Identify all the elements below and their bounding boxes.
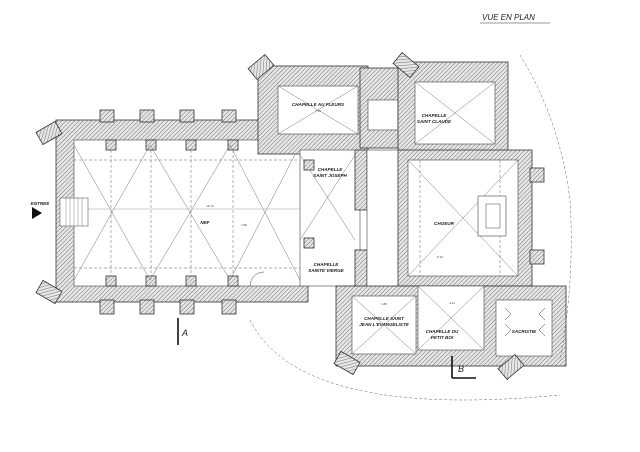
label-chapelle-fleurs: CHAPELLE AU FLEURS xyxy=(292,102,345,107)
dim-nave-length: 16.70 xyxy=(206,204,214,208)
dim-fleurs-width: 7.50 xyxy=(315,109,321,113)
site-boundary xyxy=(249,54,572,401)
choir xyxy=(397,149,545,287)
label-chapelle-claude-2: SAINT CLAUDE xyxy=(417,119,452,124)
label-nef: NEF xyxy=(200,220,209,225)
label-chapelle-petit-2: PETIT BOI xyxy=(431,335,454,340)
dim-jean-width: 4.80 xyxy=(381,302,387,306)
label-chapelle-jean-1: CHAPELLE SAINT xyxy=(364,316,405,321)
dim-petit-width: 4.21 xyxy=(449,301,455,305)
section-mark-b: B xyxy=(458,364,464,374)
label-chapelle-claude-1: CHAPELLE xyxy=(422,113,448,118)
label-chapelle-jean-2: JEAN L'EVANGELISTE xyxy=(359,322,409,327)
label-sacristie: SACRISTIE xyxy=(512,329,537,334)
label-chapelle-petit-1: CHAPELLE DU xyxy=(426,329,459,334)
label-chapelle-joseph-1: CHAPELLE xyxy=(318,167,344,172)
south-chapels xyxy=(333,285,567,380)
label-choeur: CHOEUR xyxy=(434,221,455,226)
label-chapelle-joseph-2: SAINT JOSEPH xyxy=(313,173,347,178)
plan-title: VUE EN PLAN xyxy=(482,13,535,22)
entrance-arrow-icon xyxy=(32,207,42,219)
label-chapelle-vierge-2: SAINTE VIERGE xyxy=(308,268,344,273)
section-mark-a: A xyxy=(181,328,188,338)
dim-choeur-width: 8.10 xyxy=(437,255,443,259)
label-entree: ENTREE xyxy=(31,201,51,206)
dim-nave-width: 7.80 xyxy=(241,223,247,227)
north-chapels xyxy=(247,52,509,159)
label-chapelle-vierge-1: CHAPELLE xyxy=(314,262,340,267)
